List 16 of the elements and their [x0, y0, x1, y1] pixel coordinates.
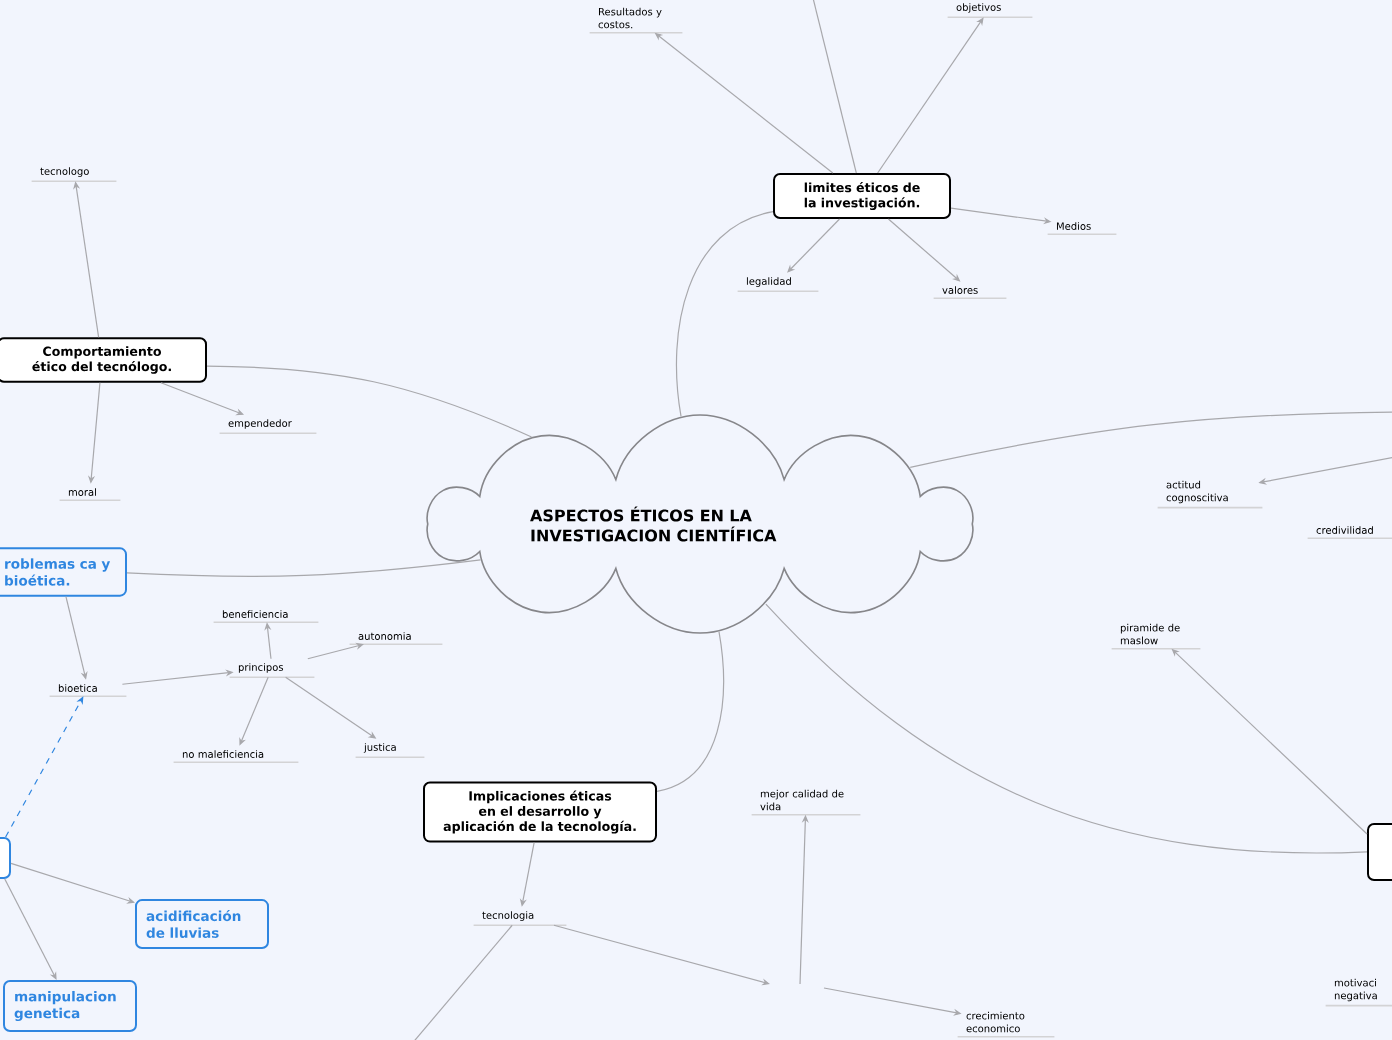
connector	[675, 211, 774, 417]
connector	[656, 631, 725, 792]
topic-box	[1367, 823, 1392, 881]
connector	[206, 365, 533, 438]
connector	[909, 411, 1392, 468]
connector	[10, 862, 135, 904]
connector	[4, 878, 57, 980]
connector	[765, 603, 1368, 854]
topic-box	[0, 837, 11, 879]
connector	[409, 924, 513, 1040]
connector	[307, 642, 364, 660]
connector	[811, 0, 857, 174]
connector	[877, 17, 984, 174]
central-topic-cloud: ASPECTOS ÉTICOS EN LA INVESTIGACION CIENTÍFICA	[426, 414, 974, 634]
connector	[787, 218, 841, 273]
connector	[126, 559, 482, 577]
